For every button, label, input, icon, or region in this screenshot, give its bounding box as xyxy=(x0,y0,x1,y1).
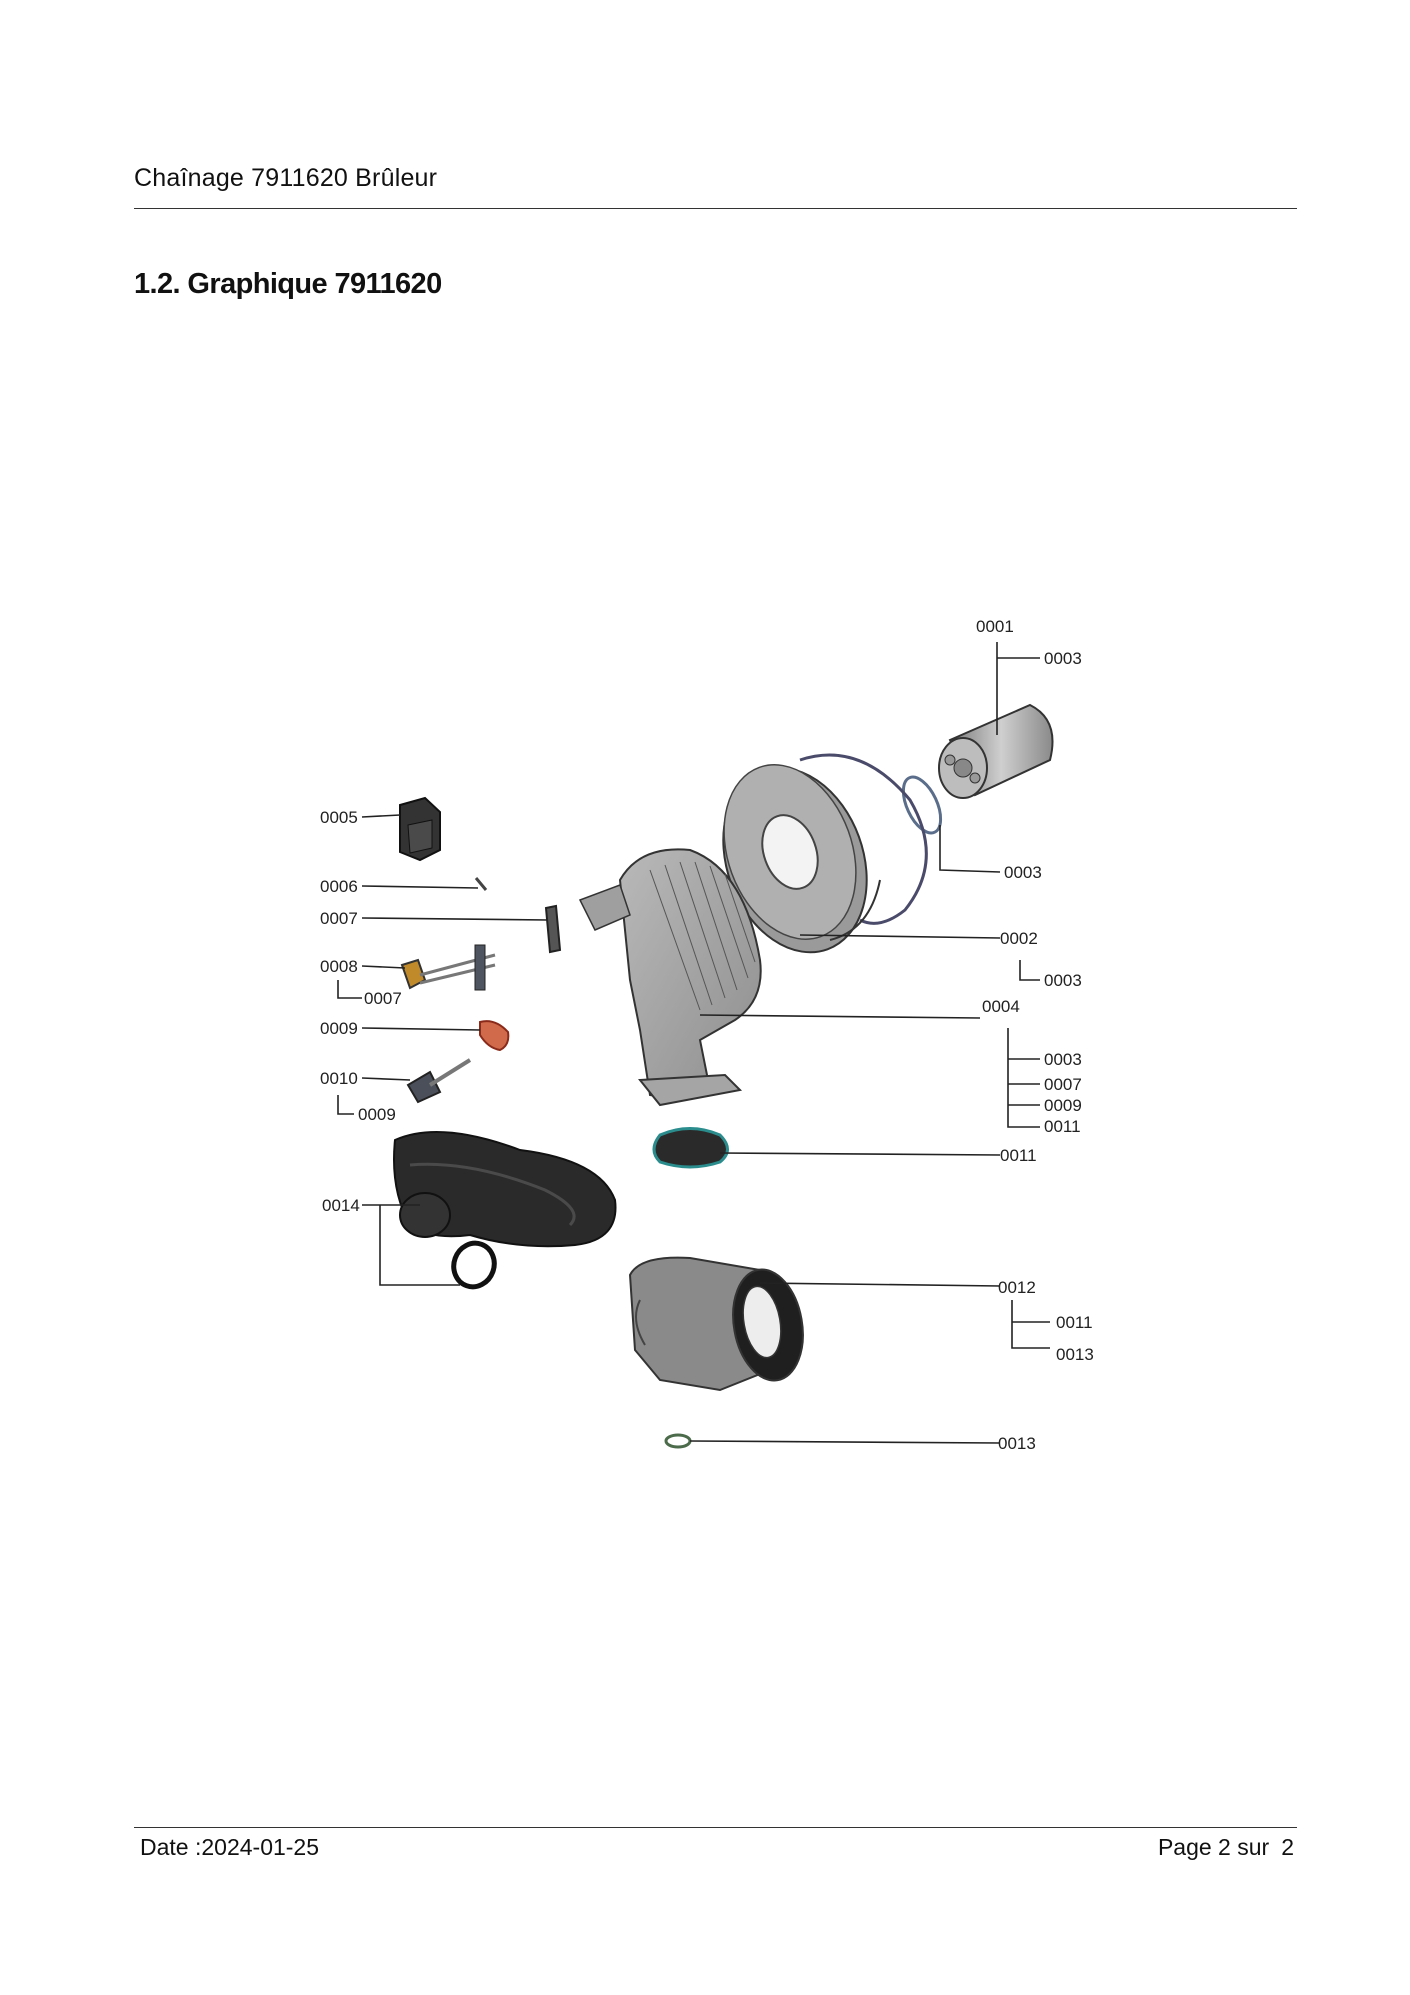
callout-0013: 0013 xyxy=(1056,1345,1094,1364)
callout-0014: 0014 xyxy=(322,1196,360,1215)
part-0003-gasket-large xyxy=(799,753,928,925)
callout-0003: 0003 xyxy=(1044,1050,1082,1069)
part-0007-gasket xyxy=(544,904,562,954)
callout-0007: 0007 xyxy=(364,989,402,1008)
callout-0013: 0013 xyxy=(998,1434,1036,1453)
part-0010-ionisation-electrode xyxy=(406,1058,472,1104)
header-divider xyxy=(134,208,1297,209)
part-0014-hose xyxy=(393,1131,617,1290)
part-0002-burner-disc xyxy=(722,764,881,954)
part-0013-oring xyxy=(664,1433,692,1449)
part-0001-filter xyxy=(938,703,1054,799)
part-0011-seal xyxy=(652,1127,729,1169)
callout-0012: 0012 xyxy=(998,1278,1036,1297)
part-0012-fan xyxy=(628,1256,804,1392)
page-label: Page 2 sur xyxy=(1157,1834,1270,1860)
callout-0011: 0011 xyxy=(1000,1146,1037,1165)
callout-0005: 0005 xyxy=(320,808,358,827)
callout-0010: 0010 xyxy=(320,1069,358,1088)
callout-0001: 0001 xyxy=(976,617,1014,636)
part-0005-transformer xyxy=(399,796,441,862)
callout-0009: 0009 xyxy=(1044,1096,1082,1115)
callout-0006: 0006 xyxy=(320,877,358,896)
callout-0011: 0011 xyxy=(1044,1117,1081,1136)
part-0009-gasket xyxy=(479,1020,510,1052)
part-0004-burner-body xyxy=(578,848,762,1107)
page-total: 2 xyxy=(1281,1834,1294,1860)
callout-0003: 0003 xyxy=(1044,649,1082,668)
part-0008-electrode xyxy=(400,944,496,991)
document-header: Chaînage 7911620 Brûleur xyxy=(134,164,438,192)
callout-0003: 0003 xyxy=(1004,863,1042,882)
footer-divider xyxy=(134,1827,1297,1828)
part-0003-oring-small xyxy=(901,775,943,835)
callout-0004: 0004 xyxy=(982,997,1020,1016)
callout-0009: 0009 xyxy=(320,1019,358,1038)
callout-0009: 0009 xyxy=(358,1105,396,1124)
callout-0007: 0007 xyxy=(1044,1075,1082,1094)
callout-0003: 0003 xyxy=(1044,971,1082,990)
leader-lines xyxy=(337,642,1050,1444)
callout-0007: 0007 xyxy=(320,909,358,928)
section-title: 1.2. Graphique 7911620 xyxy=(134,268,442,300)
part-0006-screw xyxy=(474,877,488,891)
callout-0008: 0008 xyxy=(320,957,358,976)
callout-0002: 0002 xyxy=(1000,929,1038,948)
footer-date: Date :2024-01-25 xyxy=(140,1834,320,1860)
callout-0011: 0011 xyxy=(1056,1313,1093,1332)
footer-page-number: Page 2 sur 2 xyxy=(1158,1834,1294,1861)
